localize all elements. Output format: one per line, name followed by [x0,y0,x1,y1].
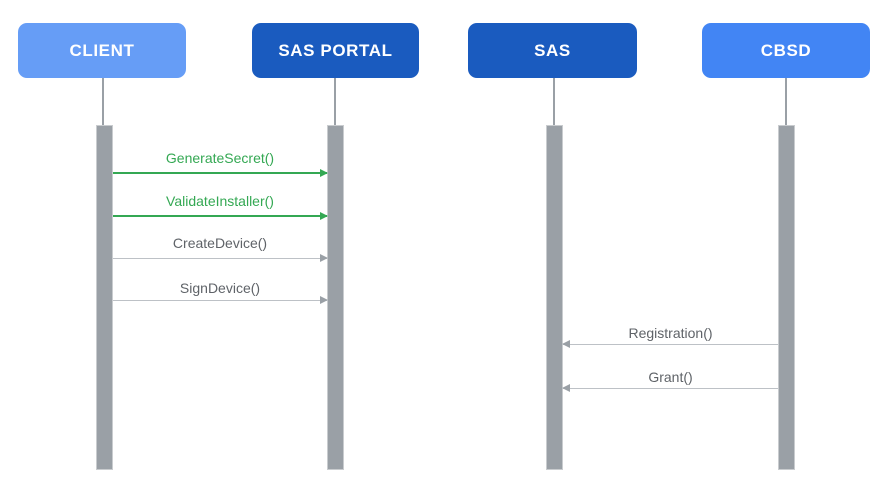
activation-bar-client [96,125,113,470]
arrow-right-icon [113,254,328,262]
arrow-left-icon [562,384,778,392]
actor-box-client: CLIENT [18,23,186,78]
message-generate-secret: GenerateSecret() [113,150,328,177]
activation-bar-cbsd [778,125,795,470]
lifeline-cbsd [785,78,787,125]
message-validate-installer: ValidateInstaller() [113,193,328,220]
activation-bar-sas [546,125,563,470]
message-label: Grant() [648,369,693,385]
message-label: Registration() [628,325,713,341]
arrow-right-icon [113,296,328,304]
message-label: CreateDevice() [172,235,268,251]
actor-box-cbsd: CBSD [702,23,870,78]
message-registration: Registration() [562,325,778,348]
message-sign-device: SignDevice() [113,280,328,304]
message-label: SignDevice() [179,280,261,296]
message-label: GenerateSecret() [165,150,275,166]
actor-label-sas-portal: SAS PORTAL [278,40,393,60]
arrow-right-icon [113,212,328,220]
lifeline-sas [553,78,555,125]
lifeline-sas-portal [334,78,336,125]
arrow-right-icon [113,169,328,177]
actor-label-sas: SAS [534,40,571,60]
actor-box-sas: SAS [468,23,637,78]
arrow-left-icon [562,340,778,348]
message-label: ValidateInstaller() [166,193,274,209]
lifeline-client [102,78,104,125]
message-create-device: CreateDevice() [113,235,328,262]
activation-bar-sas-portal [327,125,344,470]
actor-box-sas-portal: SAS PORTAL [252,23,419,78]
actor-label-client: CLIENT [69,40,135,60]
message-grant: Grant() [562,369,778,392]
actor-label-cbsd: CBSD [760,40,812,60]
